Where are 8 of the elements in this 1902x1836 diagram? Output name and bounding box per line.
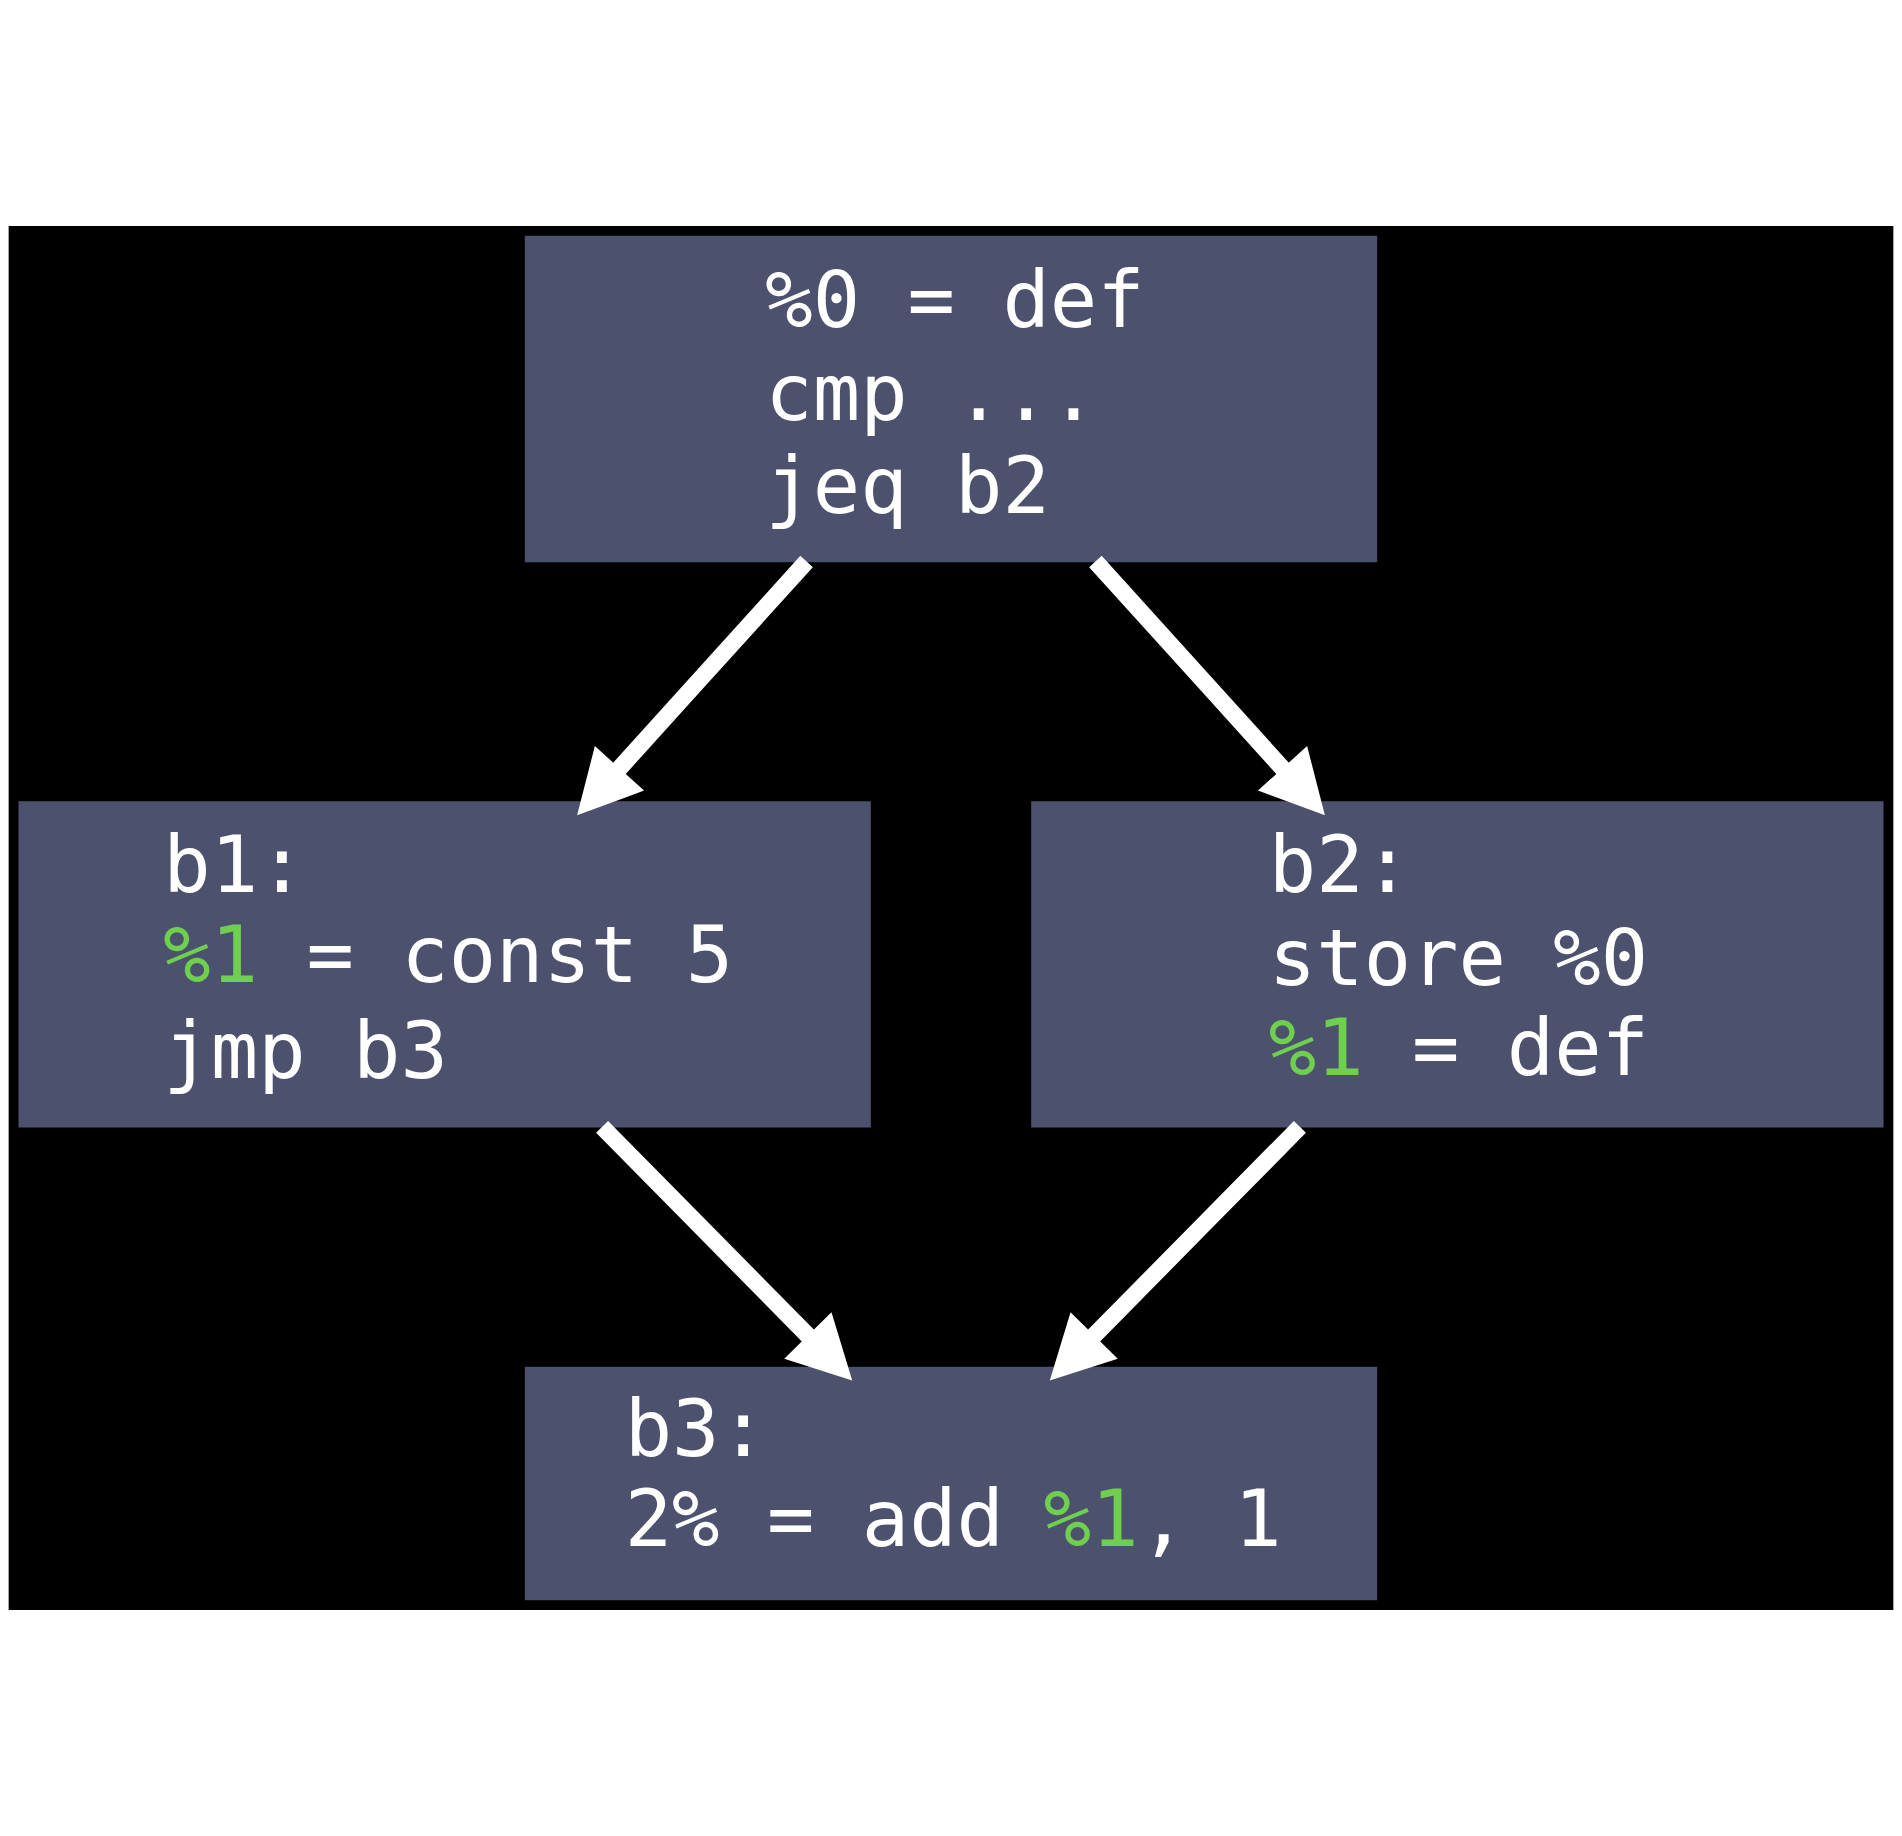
node-box: %0 = def cmp ... jeq b2 (524, 235, 1378, 563)
node-box: b3: 2% = add %1, 1 (524, 1366, 1378, 1601)
node-box: b2: store %0 %1 = def (1031, 801, 1884, 1128)
arrow (577, 555, 813, 816)
node-box: b1: %1 = const 5 jmp b3 (18, 801, 871, 1128)
arrow (596, 1120, 853, 1381)
arrow (1089, 555, 1325, 816)
arrow (1049, 1120, 1306, 1381)
